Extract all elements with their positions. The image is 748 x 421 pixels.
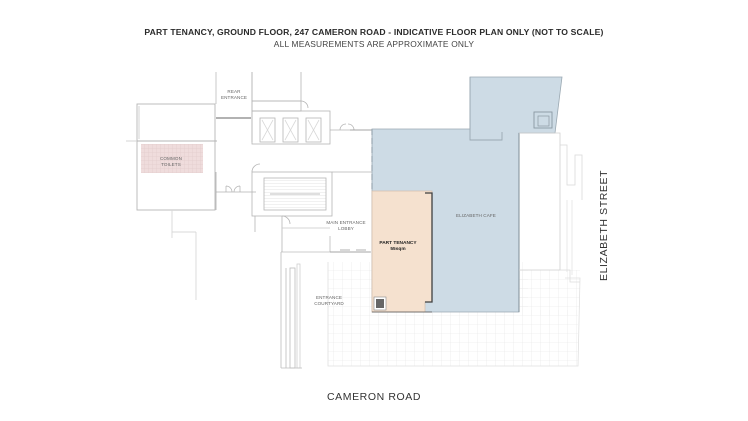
main-entrance-lobby-label-2: LOBBY <box>338 226 354 231</box>
part-tenancy-area: 55sqm <box>390 246 405 252</box>
plan-title: PART TENANCY, GROUND FLOOR, 247 CAMERON … <box>144 27 604 37</box>
cameron-road-label: CAMERON ROAD <box>326 391 422 403</box>
stair-core <box>251 163 372 252</box>
main-entrance-lobby <box>329 236 371 253</box>
part-tenancy[interactable] <box>371 190 433 313</box>
entrance-courtyard-label-2: COURTYARD <box>314 301 344 306</box>
plan-subtitle: ALL MEASUREMENTS ARE APPROXIMATE ONLY <box>273 39 475 49</box>
rear-entrance <box>215 72 253 142</box>
common-toilets-label-1: COMMON <box>160 156 182 161</box>
east-structures <box>519 132 583 283</box>
main-entrance-lobby-label-1: MAIN ENTRANCE <box>326 220 365 225</box>
entrance-courtyard-label-1: ENTRANCE <box>316 295 342 300</box>
elizabeth-street-label: ELIZABETH STREET <box>598 170 610 281</box>
rear-entrance-label-1: REAR <box>227 89 241 94</box>
elizabeth-cafe-label: ELIZABETH CAFE <box>456 213 496 218</box>
rear-entrance-label-2: ENTRANCE <box>221 95 247 100</box>
lift-core <box>251 72 372 145</box>
common-toilets-area <box>141 144 203 173</box>
common-toilets-label-2: TOILETS <box>161 162 181 167</box>
left-building <box>126 103 217 300</box>
part-tenancy-label: PART TENANCY <box>379 240 417 246</box>
double-door-west <box>216 185 256 193</box>
